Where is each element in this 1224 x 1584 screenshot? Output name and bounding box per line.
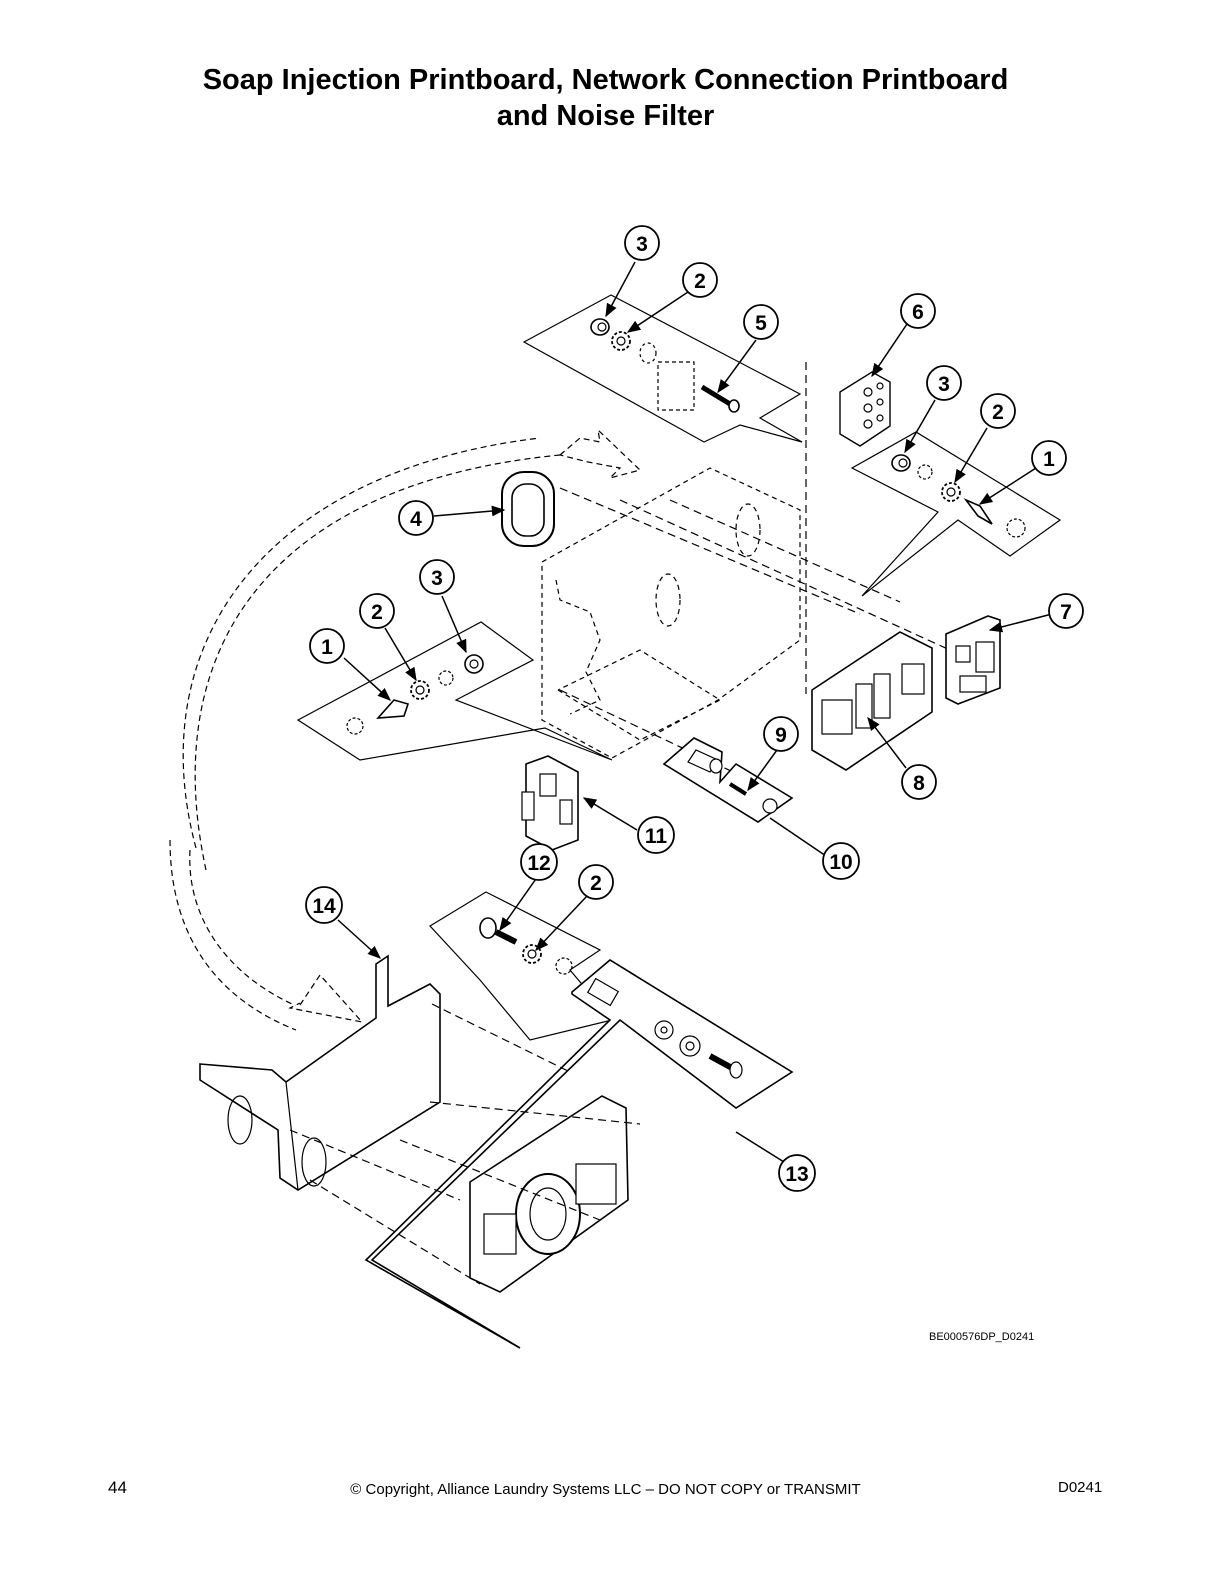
detail-panel-bottom (429, 891, 614, 1041)
callout-6: 6 (900, 293, 936, 329)
star-washer-icon (410, 680, 430, 700)
screw-icon (728, 782, 748, 796)
page-title: Soap Injection Printboard, Network Conne… (0, 62, 1211, 134)
callout-2: 2 (980, 393, 1016, 429)
bracket-guide-lines (289, 1003, 641, 1285)
callout-2: 2 (578, 864, 614, 900)
callout-3: 3 (419, 559, 455, 595)
callout-8: 8 (901, 764, 937, 800)
figure-id: BE000576DP_D0241 (929, 1331, 1035, 1343)
chassis-phantom (541, 467, 801, 759)
spacer-icon (586, 977, 620, 1007)
svg-text:2: 2 (992, 401, 1004, 424)
document-code: D0241 (1058, 1479, 1103, 1496)
screw-icon (708, 1053, 743, 1079)
nut-icon (891, 454, 911, 472)
mounting-bracket-icon (199, 954, 441, 1191)
spacer-icon (687, 749, 723, 774)
svg-text:14: 14 (312, 895, 336, 918)
nut-icon (590, 318, 610, 336)
flat-washer-icon (654, 1020, 674, 1040)
svg-text:12: 12 (527, 852, 550, 875)
callout-1: 1 (1031, 440, 1067, 476)
copyright-notice: © Copyright, Alliance Laundry Systems LL… (350, 1481, 861, 1498)
detail-panel-top (522, 294, 803, 443)
svg-text:3: 3 (938, 373, 950, 396)
title-line-2: and Noise Filter (496, 100, 715, 132)
callout-2: 2 (682, 262, 718, 298)
svg-text:2: 2 (694, 270, 706, 293)
printboard-11-icon (521, 755, 579, 851)
svg-text:2: 2 (590, 872, 602, 895)
standoff-icon (376, 699, 410, 719)
callout-3: 3 (624, 225, 660, 261)
assembly-arrow-lower (169, 839, 364, 1031)
noise-filter-kit-box (364, 959, 794, 1349)
svg-text:10: 10 (829, 851, 852, 874)
svg-text:1: 1 (321, 636, 333, 659)
callout-5: 5 (743, 304, 779, 340)
star-washer-icon (611, 331, 631, 351)
svg-text:8: 8 (913, 772, 925, 795)
svg-text:11: 11 (645, 825, 668, 848)
grommet-icon (501, 471, 555, 547)
callout-14: 14 (305, 886, 343, 924)
page-number: 44 (108, 1478, 127, 1497)
screw-icon (479, 917, 518, 945)
svg-text:13: 13 (785, 1163, 808, 1186)
network-connection-printboard-icon (945, 615, 1001, 705)
star-washer-icon (941, 482, 961, 502)
callout-13: 13 (778, 1154, 816, 1192)
noise-filter-icon (469, 1095, 629, 1293)
svg-text:4: 4 (410, 508, 422, 531)
callout-10: 10 (822, 842, 860, 880)
detail-panel-right (850, 431, 1062, 597)
detail-panel-left (296, 621, 613, 761)
callout-4: 4 (398, 500, 434, 536)
svg-text:3: 3 (636, 233, 648, 256)
callout-2: 2 (359, 593, 395, 629)
callout-9: 9 (763, 716, 799, 752)
svg-text:2: 2 (371, 601, 383, 624)
svg-text:5: 5 (755, 312, 767, 335)
svg-text:7: 7 (1060, 601, 1072, 624)
terminal-block-icon (839, 371, 891, 447)
lock-washer-icon (679, 1035, 701, 1057)
callouts: 3 2 5 6 3 2 1 4 3 2 1 7 9 8 11 10 12 2 1… (305, 225, 1084, 1192)
leader-lines (337, 261, 1053, 1163)
standoff-icon (963, 498, 993, 525)
nut-icon (464, 654, 484, 674)
soap-injection-printboard-icon (811, 631, 933, 771)
callout-7: 7 (1048, 593, 1084, 629)
svg-text:1: 1 (1043, 448, 1055, 471)
callout-3: 3 (926, 365, 962, 401)
svg-text:3: 3 (431, 567, 443, 590)
title-line-1: Soap Injection Printboard, Network Conne… (202, 64, 1009, 96)
svg-text:6: 6 (912, 301, 924, 324)
callout-12: 12 (520, 843, 558, 881)
callout-1: 1 (309, 628, 345, 664)
screw-icon (700, 384, 740, 413)
svg-text:9: 9 (775, 724, 787, 747)
assembly-arrow-upper (182, 428, 642, 871)
kit-10-box (662, 737, 794, 823)
spacer-icon (762, 798, 778, 814)
callout-11: 11 (637, 816, 675, 854)
